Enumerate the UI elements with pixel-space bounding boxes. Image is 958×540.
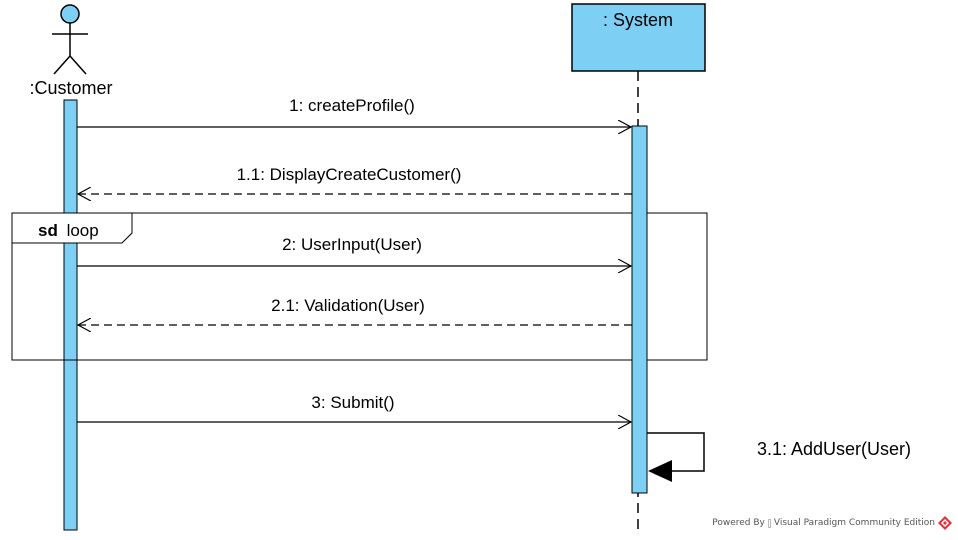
actor-label: :Customer (29, 78, 112, 98)
loop-fragment-title: sd loop (38, 221, 99, 240)
fragment-operator: sd (38, 221, 58, 240)
message-1-1-label: 1.1: DisplayCreateCustomer() (237, 165, 462, 184)
message-3-1-arrow (647, 432, 705, 472)
separator-glyph (767, 518, 771, 528)
loop-fragment-tab (11, 212, 133, 244)
message-3-1-label: 3.1: AddUser(User) (757, 439, 911, 459)
fragment-label: loop (67, 221, 99, 240)
message-1-label: 1: createProfile() (289, 96, 415, 115)
message-3-1-arrowhead (648, 460, 672, 482)
message-3-label: 3: Submit() (311, 393, 394, 412)
footer-powered-by: Powered By (712, 518, 765, 528)
message-2-1-label: 2.1: Validation(User) (271, 296, 425, 315)
message-2-label: 2: UserInput(User) (282, 235, 422, 254)
footer-tool-name: Visual Paradigm Community Edition (773, 518, 935, 528)
customer-activation-bar (63, 99, 78, 531)
actor-stick-figure-icon (52, 4, 88, 75)
system-label: : System (603, 10, 673, 30)
system-lifeline-header (571, 3, 706, 72)
system-activation-bar (631, 125, 648, 494)
loop-fragment (11, 212, 708, 361)
visual-paradigm-logo-icon (938, 516, 952, 530)
footer-credit: Powered By Visual Paradigm Community Edi… (712, 516, 952, 530)
